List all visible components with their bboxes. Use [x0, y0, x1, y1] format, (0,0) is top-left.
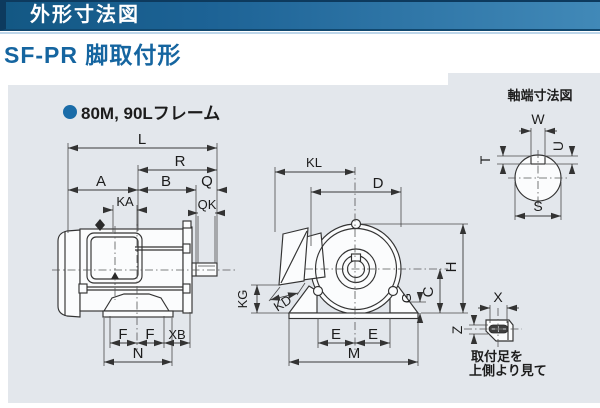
dim-label-g: G	[399, 293, 414, 303]
frame-note: 80M, 90Lフレーム	[63, 104, 220, 123]
dim-label-t: T	[477, 155, 493, 164]
foot-note-line-2: 上側より見て	[469, 363, 547, 378]
bracket-bolt	[182, 220, 192, 229]
dim-label-f-left: F	[118, 326, 127, 343]
rim-bolt-left	[312, 285, 324, 297]
dim-label-kl: KL	[306, 155, 322, 170]
dim-label-n: N	[133, 345, 144, 362]
foot-base	[102, 310, 174, 318]
dim-label-d: D	[373, 175, 384, 192]
page-subtitle: SF-PR 脚取付形	[4, 42, 182, 68]
dim-label-h: H	[443, 262, 460, 273]
shaft-end-view: 軸端寸法図 W T U S	[477, 88, 578, 220]
front-view: KL D H C G KG KD E E M	[235, 155, 468, 366]
dim-label-w: W	[531, 111, 545, 127]
foot-note-line-1: 取付足を	[471, 349, 523, 364]
front-foot-base	[288, 312, 419, 320]
dim-label-x: X	[493, 289, 503, 305]
header-rule	[0, 32, 600, 34]
tie-rod-bolt-left	[78, 283, 88, 294]
front-foot-left	[287, 285, 318, 314]
bullet-icon	[63, 105, 77, 119]
tie-rod-bolt-right	[182, 283, 191, 294]
tie-rod-bolt	[182, 243, 191, 254]
frame-note-text: 80M, 90Lフレーム	[81, 104, 220, 123]
diagram-panel: 80M, 90Lフレーム	[8, 85, 600, 403]
panel-step	[448, 73, 600, 86]
eyebolt-icon	[95, 219, 105, 231]
dim-label-b: B	[161, 173, 171, 190]
terminal-box	[86, 232, 143, 284]
shaft-end-title: 軸端寸法図	[507, 88, 572, 103]
dim-label-s: S	[533, 198, 542, 214]
keyway-front	[350, 253, 362, 262]
dim-label-c: C	[420, 286, 437, 297]
dim-label-xb: XB	[168, 327, 185, 342]
dim-label-kg: KG	[235, 290, 250, 309]
dim-label-f-right: F	[145, 326, 154, 343]
dim-label-m: M	[348, 345, 361, 362]
rim-bolt-right	[387, 285, 399, 297]
header-bar: 外形寸法図	[0, 0, 600, 31]
dim-label-r: R	[175, 153, 186, 170]
dim-label-u: U	[550, 141, 566, 151]
foot-detail-view: X Z 取付足を 上側より見て	[449, 289, 547, 378]
dim-label-a: A	[96, 173, 106, 190]
dimension-diagram: 80M, 90Lフレーム	[52, 88, 578, 378]
fan-cover	[57, 229, 81, 318]
dim-label-q: Q	[201, 173, 213, 190]
dim-label-z: Z	[449, 325, 465, 334]
page-title: 外形寸法図	[30, 4, 140, 26]
dim-label-ka: KA	[116, 194, 134, 209]
terminal-box-diagonal	[280, 230, 308, 284]
center-mark-icon	[111, 272, 119, 279]
dim-label-qk: QK	[198, 197, 217, 212]
rim-bolt-top	[350, 218, 362, 230]
side-view: L R A B Q KA QK F F XB N	[52, 131, 238, 366]
dim-label-e-left: E	[331, 326, 341, 343]
dim-label-e-right: E	[368, 326, 378, 343]
dim-label-l: L	[138, 131, 146, 148]
